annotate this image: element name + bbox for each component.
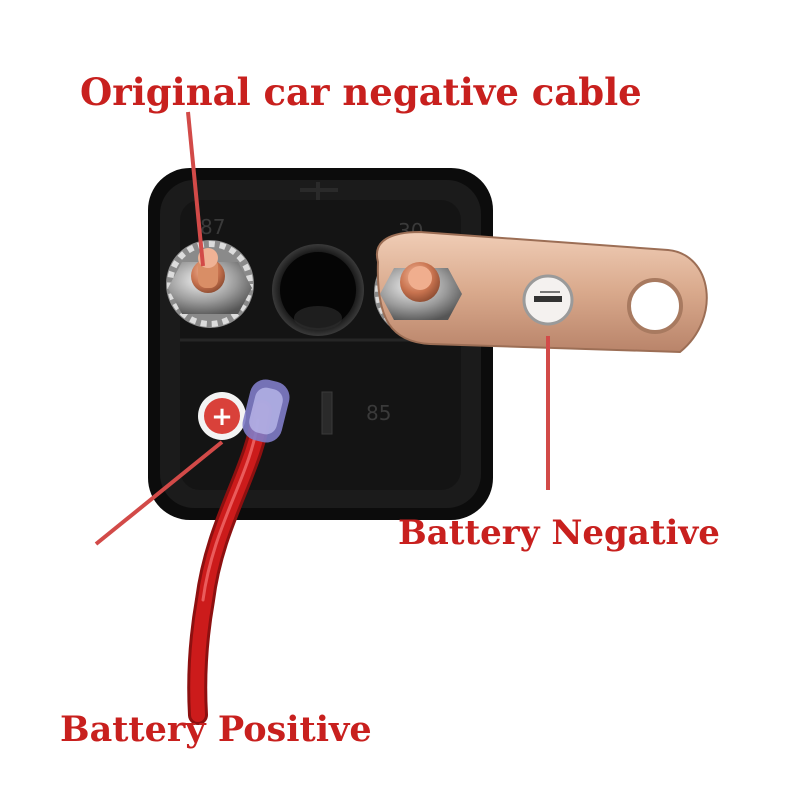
pointer-battery-positive	[94, 440, 224, 546]
label-original-negative-cable: Original car negative cable	[80, 70, 642, 114]
center-knob-hole	[272, 244, 364, 336]
terminal-85-slot	[321, 391, 333, 435]
terminal-87-bolt	[166, 240, 254, 328]
pointer-original-negative	[186, 111, 205, 267]
plus-symbol: +	[211, 402, 233, 432]
label-battery-negative: Battery Negative	[398, 513, 720, 553]
positive-wire	[187, 379, 290, 725]
terminal-mark-87: 87	[200, 215, 225, 239]
terminal-mark-85: 85	[366, 401, 391, 425]
positive-marker: +	[198, 392, 246, 440]
battery-negative-copper-tab	[375, 230, 708, 354]
label-battery-positive: Battery Positive	[60, 709, 372, 750]
terminal-30-nut	[380, 262, 462, 320]
